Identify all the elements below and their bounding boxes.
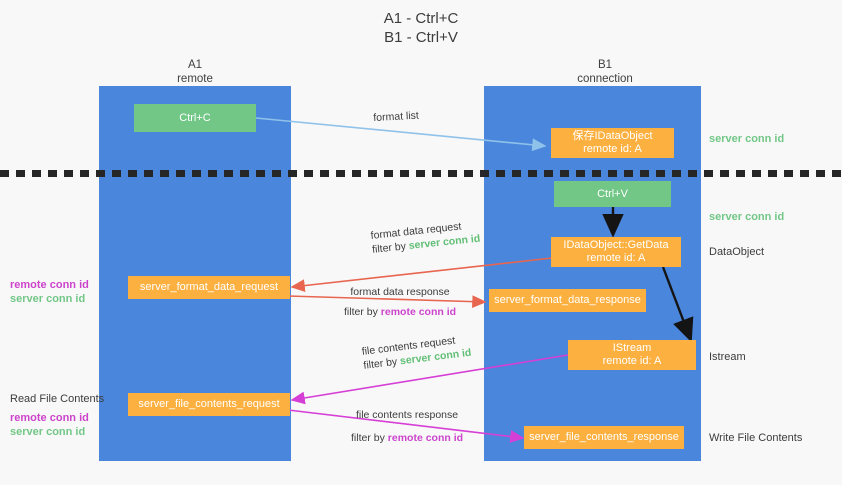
box-save-idataobject-line2: remote id: A: [583, 143, 642, 155]
annotation-conn-ids-format: remote conn id server conn id: [10, 278, 89, 306]
edge-format-data-response-title: format data response: [350, 286, 450, 298]
box-ctrl-c[interactable]: Ctrl+C: [134, 104, 256, 132]
filter-prefix: filter by: [351, 432, 388, 444]
edge-label-format-data-response: format data response filter by remote co…: [344, 285, 456, 319]
title-line-2: B1 - Ctrl+V: [384, 29, 458, 46]
annotation-read-file-contents: Read File Contents: [10, 393, 105, 405]
edge-label-format-data-request: format data request filter by server con…: [370, 218, 481, 257]
box-server-file-contents-response-label: server_file_contents_response: [529, 431, 679, 443]
edge-label-file-contents-request: file contents request filter by server c…: [361, 332, 472, 373]
edge-file-contents-response-filter: filter by remote conn id: [351, 431, 463, 445]
box-ctrl-v[interactable]: Ctrl+V: [554, 181, 671, 207]
box-istream-line2: remote id: A: [602, 355, 662, 367]
box-server-file-contents-request-label: server_file_contents_request: [138, 398, 280, 410]
annotation-server-conn-id-mid: server conn id: [709, 211, 785, 223]
box-server-file-contents-response[interactable]: server_file_contents_response: [524, 426, 684, 449]
column-right-role: connection: [577, 73, 633, 85]
filter-prefix: filter by: [371, 240, 410, 256]
filter-prefix: filter by: [362, 355, 401, 372]
annotation-write-file-contents: Write File Contents: [709, 432, 803, 444]
annotation-remote-conn-id: remote conn id: [10, 412, 89, 424]
box-idataobject-getdata[interactable]: IDataObject::GetData remote id: A: [551, 237, 681, 267]
box-getdata-line2: remote id: A: [586, 252, 646, 264]
edge-label-format-list: format list: [373, 109, 420, 124]
annotation-conn-ids-file: remote conn id server conn id: [10, 411, 89, 439]
box-server-file-contents-request[interactable]: server_file_contents_request: [128, 393, 290, 416]
annotation-server-conn-id: server conn id: [10, 293, 86, 305]
edge-format-data-response-filter: filter by remote conn id: [344, 305, 456, 319]
filter-prefix: filter by: [344, 306, 381, 318]
title-line-1: A1 - Ctrl+C: [383, 10, 459, 27]
box-ctrl-v-label: Ctrl+V: [597, 187, 628, 200]
box-server-format-data-response[interactable]: server_format_data_response: [489, 289, 646, 312]
box-save-idataobject[interactable]: 保存IDataObject remote id: A: [551, 128, 674, 158]
box-istream-line1: IStream: [612, 342, 652, 354]
box-getdata-line1: IDataObject::GetData: [563, 239, 669, 251]
column-header-left: A1 remote: [130, 58, 260, 86]
annotation-server-conn-id-top: server conn id: [709, 133, 785, 145]
box-ctrl-c-label: Ctrl+C: [179, 111, 211, 124]
annotation-dataobject: DataObject: [709, 246, 765, 258]
column-left-role: remote: [177, 73, 213, 85]
box-server-format-data-response-label: server_format_data_response: [494, 294, 641, 306]
page-title: A1 - Ctrl+C B1 - Ctrl+V: [0, 9, 842, 47]
box-save-idataobject-line1: 保存IDataObject: [572, 130, 653, 142]
edge-label-file-contents-response: file contents response filter by remote …: [351, 408, 463, 445]
filter-key-remote-conn-id: remote conn id: [387, 432, 464, 444]
annotation-remote-conn-id: remote conn id: [10, 279, 89, 291]
column-right-name: B1: [597, 59, 613, 71]
annotation-server-conn-id: server conn id: [10, 426, 86, 438]
box-server-format-data-request[interactable]: server_format_data_request: [128, 276, 290, 299]
column-header-right: B1 connection: [540, 58, 670, 86]
box-server-format-data-request-label: server_format_data_request: [139, 281, 279, 293]
box-istream[interactable]: IStream remote id: A: [568, 340, 696, 370]
trust-boundary-divider: [0, 170, 842, 177]
column-left-name: A1: [187, 59, 203, 71]
annotation-istream: Istream: [709, 351, 746, 363]
filter-key-remote-conn-id: remote conn id: [380, 306, 457, 318]
edge-file-contents-response-title: file contents response: [355, 409, 459, 421]
